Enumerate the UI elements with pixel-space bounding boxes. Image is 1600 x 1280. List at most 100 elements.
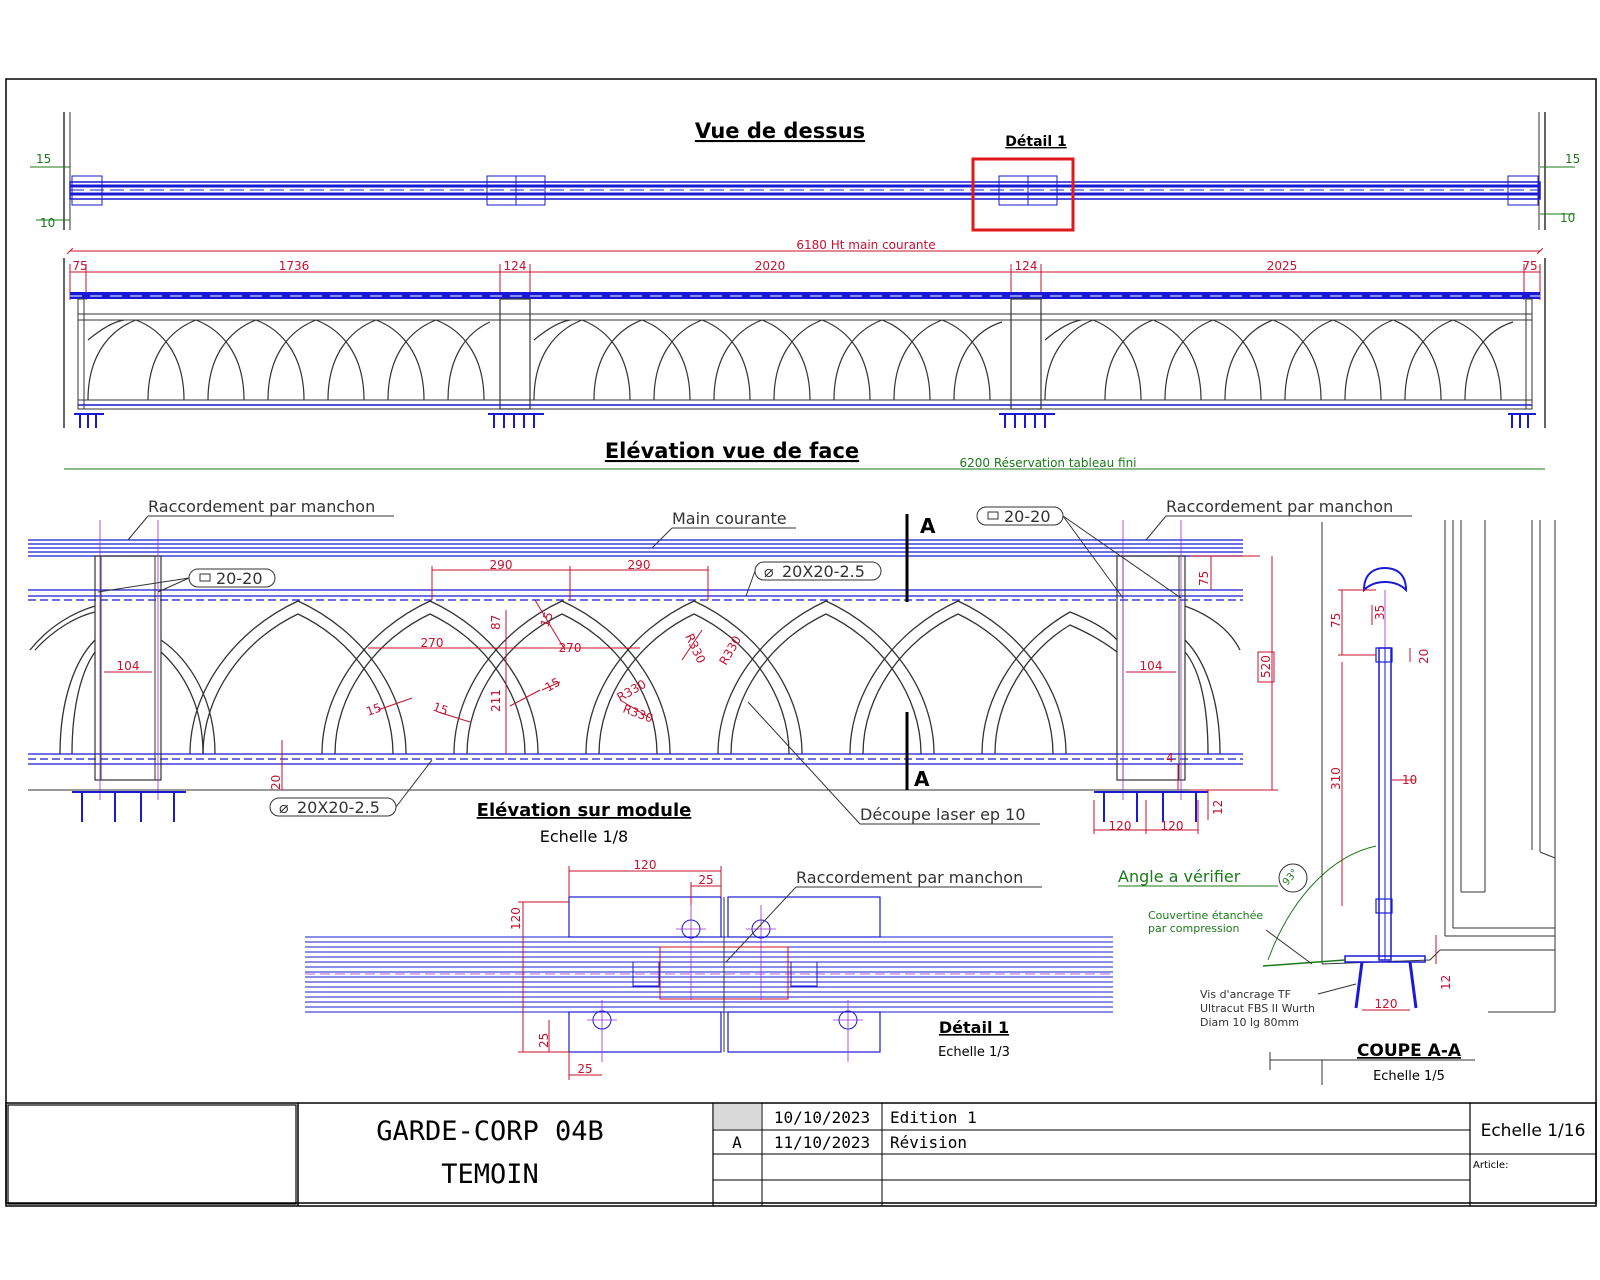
module-dim-211: 211 xyxy=(489,689,503,712)
article-label: Article: xyxy=(1473,1160,1508,1171)
front-view-title: Elévation vue de face xyxy=(605,439,859,463)
module-dim-290a: 290 xyxy=(490,558,513,572)
module-laser-label: Découpe laser ep 10 xyxy=(860,805,1026,824)
top-view-title: Vue de dessus xyxy=(695,119,865,143)
module-dim-4: 4 xyxy=(1166,751,1174,765)
section-angle-value: 93° xyxy=(1281,867,1301,888)
module-dim-15b: 15 xyxy=(364,700,383,718)
front-arches xyxy=(87,319,1514,401)
detail-dim-25a: 25 xyxy=(698,873,713,887)
module-post-right xyxy=(1116,555,1186,781)
module-handrail-label: Main courante xyxy=(672,509,787,528)
module-tube-right-tag: 20-20 xyxy=(1004,507,1051,526)
module-post-left xyxy=(94,555,162,781)
top-dim-left-b: 10 xyxy=(40,216,55,230)
detail-plate-bottom-left xyxy=(568,1011,722,1053)
module-dim-104-right: 104 xyxy=(1140,659,1163,673)
detail-view-title: Détail 1 xyxy=(939,1018,1009,1037)
front-seg-1: 75 xyxy=(72,259,87,273)
top-view: Vue de dessus Détail 1 15 10 15 10 xyxy=(30,112,1580,232)
svg-text:⌀: ⌀ xyxy=(764,562,774,581)
revision-2-index: A xyxy=(732,1133,742,1152)
project-name: GARDE-CORP 04B xyxy=(376,1116,604,1147)
module-dim-120a: 120 xyxy=(1109,819,1132,833)
revision-2-date: 11/10/2023 xyxy=(774,1133,870,1152)
section-dim-20: 20 xyxy=(1417,649,1431,664)
top-dim-left-a: 15 xyxy=(36,152,51,166)
front-seg-2: 1736 xyxy=(279,259,310,273)
section-coping-line2: par compression xyxy=(1148,922,1240,935)
section-dim-10: 10 xyxy=(1402,773,1417,787)
module-view-title: Elévation sur module xyxy=(477,800,692,821)
revision-1-label: Edition 1 xyxy=(890,1108,977,1127)
front-seg-6: 2025 xyxy=(1267,259,1298,273)
top-dim-right-b: 10 xyxy=(1560,211,1575,225)
module-dim-15c: 15 xyxy=(431,700,450,718)
module-dim-15a: 15 xyxy=(538,610,556,629)
detail-marker-label: Détail 1 xyxy=(1005,134,1066,150)
module-dim-120b: 120 xyxy=(1161,819,1184,833)
section-coping-line1: Couvertine étanchée xyxy=(1148,909,1263,922)
front-seg-4: 2020 xyxy=(755,259,786,273)
svg-text:⌀: ⌀ xyxy=(279,798,289,817)
module-dim-r330d: R330 xyxy=(716,633,744,667)
section-screw-line2: Ultracut FBS II Wurth xyxy=(1200,1002,1315,1015)
project-subtitle: TEMOIN xyxy=(441,1159,539,1190)
module-arches xyxy=(29,600,1241,755)
section-dim-12: 12 xyxy=(1439,975,1453,990)
module-rail-top-tag: 20X20-2.5 xyxy=(782,562,865,581)
section-screw-line1: Vis d'ancrage TF xyxy=(1200,988,1291,1001)
sheet-scale: Echelle 1/16 xyxy=(1481,1121,1586,1141)
section-mark-a-top: A xyxy=(920,514,936,538)
module-dim-r330b: R330 xyxy=(621,702,655,726)
module-view: A A Raccordement par manchon Main couran… xyxy=(28,497,1412,846)
module-dim-104-left: 104 xyxy=(117,659,140,673)
module-connection-right-label: Raccordement par manchon xyxy=(1166,497,1393,516)
module-dim-r330c: R330 xyxy=(682,631,708,665)
detail-view-scale: Echelle 1/3 xyxy=(938,1045,1010,1060)
section-view: 93° 75 35 20 310 10 120 12 Angle a vérif… xyxy=(1118,520,1556,1085)
detail-1-highlight xyxy=(971,157,1075,232)
top-dim-right-a: 15 xyxy=(1565,152,1580,166)
section-view-scale: Echelle 1/5 xyxy=(1373,1069,1445,1084)
module-dim-87: 87 xyxy=(489,615,503,630)
section-dim-35: 35 xyxy=(1373,605,1387,620)
module-tube-left-tag: 20-20 xyxy=(216,569,263,588)
revision-1-date: 10/10/2023 xyxy=(774,1108,870,1127)
module-rail-bottom-tag: 20X20-2.5 xyxy=(297,798,380,817)
section-angle-label: Angle a vérifier xyxy=(1118,867,1241,886)
title-block: GARDE-CORP 04B TEMOIN 10/10/2023 Edition… xyxy=(5,1102,1597,1207)
revision-2-label: Révision xyxy=(890,1133,967,1152)
module-dim-12: 12 xyxy=(1211,800,1225,815)
front-seg-7: 75 xyxy=(1522,259,1537,273)
detail-plate-top-right xyxy=(727,896,881,938)
section-mark-a-bottom: A xyxy=(914,767,930,791)
front-dim-overall: 6180 Ht main courante xyxy=(796,238,935,252)
module-dim-20: 20 xyxy=(269,775,283,790)
front-seg-5: 124 xyxy=(1015,259,1038,273)
section-dim-310: 310 xyxy=(1329,767,1343,790)
module-dim-15d: 15 xyxy=(543,675,563,695)
front-seg-3: 124 xyxy=(504,259,527,273)
detail-plate-bottom-right xyxy=(727,1011,881,1053)
module-dim-520: 520 xyxy=(1259,655,1273,678)
section-handrail xyxy=(1362,566,1408,593)
module-view-scale: Echelle 1/8 xyxy=(540,827,628,846)
module-connection-left-label: Raccordement par manchon xyxy=(148,497,375,516)
detail-plate-top-left xyxy=(568,896,722,938)
section-dim-75: 75 xyxy=(1329,613,1343,628)
section-screw-line3: Diam 10 lg 80mm xyxy=(1200,1016,1299,1029)
detail-connection-label: Raccordement par manchon xyxy=(796,868,1023,887)
module-dim-290b: 290 xyxy=(628,558,651,572)
sheet-frame xyxy=(5,78,1597,1204)
section-view-title: COUPE A-A xyxy=(1357,1041,1462,1061)
module-dim-75: 75 xyxy=(1197,571,1211,586)
module-dim-270a: 270 xyxy=(421,636,444,650)
detail-dim-120v: 120 xyxy=(509,907,523,930)
section-dim-120: 120 xyxy=(1375,997,1398,1011)
module-dim-270b: 270 xyxy=(559,641,582,655)
detail-dim-120: 120 xyxy=(634,858,657,872)
detail-view: 120 25 120 25 25 Raccordement par mancho… xyxy=(305,858,1113,1080)
front-handrail xyxy=(70,292,1540,299)
